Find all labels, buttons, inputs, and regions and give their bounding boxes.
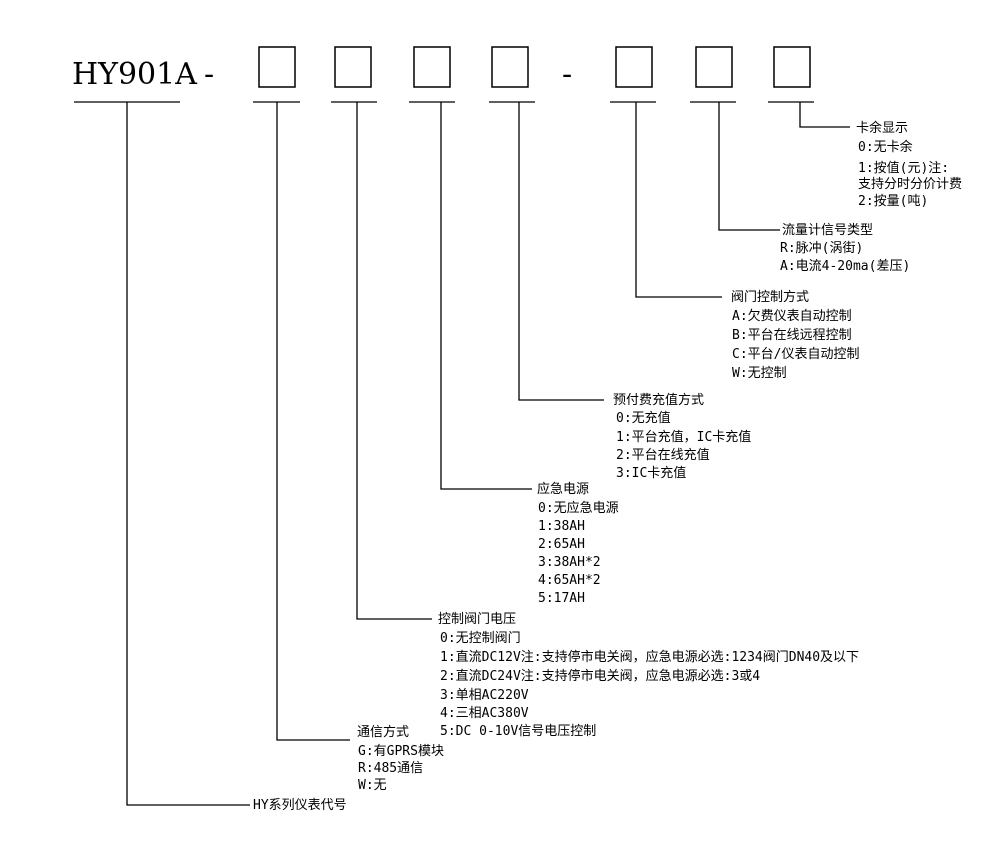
prepay-option: 0:无充值 xyxy=(616,410,671,426)
separator-2: - xyxy=(562,57,572,92)
voltage-option: 3:单相AC220V xyxy=(440,688,529,703)
comm-option: R:485通信 xyxy=(358,761,423,776)
voltage-title: 控制阀门电压 xyxy=(438,612,516,627)
connector-voltage xyxy=(356,102,432,620)
valve-option: W:无控制 xyxy=(732,366,787,381)
prepay-option: 1:平台充值，IC卡充值 xyxy=(616,429,751,445)
flow-option: R:脉冲(涡街) xyxy=(780,241,863,256)
code-box-3 xyxy=(413,46,451,88)
connector-card xyxy=(799,102,850,128)
connector-series xyxy=(126,102,250,806)
valve-option: C:平台/仪表自动控制 xyxy=(732,347,859,362)
emergency-option: 1:38AH xyxy=(538,519,585,534)
connector-valve xyxy=(635,102,722,298)
code-box-4 xyxy=(491,46,529,88)
prepay-option: 2:平台在线充值 xyxy=(616,447,710,463)
code-box-2 xyxy=(334,46,372,88)
card-option: 1:按值(元)注: xyxy=(858,160,949,176)
flow-option: A:电流4-20ma(差压) xyxy=(780,259,910,274)
comm-option: G:有GPRS模块 xyxy=(358,744,444,759)
comm-title: 通信方式 xyxy=(357,724,409,740)
connector-prepay xyxy=(518,102,604,401)
code-box-6 xyxy=(695,46,733,88)
series-title: HY系列仪表代号 xyxy=(253,798,347,813)
comm-option: W:无 xyxy=(358,778,387,793)
flow-title: 流量计信号类型 xyxy=(782,223,873,238)
emergency-option: 3:38AH*2 xyxy=(538,555,601,570)
emergency-option: 4:65AH*2 xyxy=(538,573,601,588)
valve-option: B:平台在线远程控制 xyxy=(732,328,852,343)
connector-emergency xyxy=(440,102,532,490)
emergency-option: 5:17AH xyxy=(538,591,585,606)
card-option: 支持分时分价计费 xyxy=(858,177,962,192)
voltage-option: 4:三相AC380V xyxy=(440,706,529,721)
code-box-7 xyxy=(773,46,811,88)
valve-title: 阀门控制方式 xyxy=(731,289,809,305)
valve-option: A:欠费仪表自动控制 xyxy=(732,308,852,324)
voltage-option: 0:无控制阀门 xyxy=(440,631,521,646)
connector-comm xyxy=(276,102,350,741)
code-box-1 xyxy=(258,46,296,88)
emergency-option: 0:无应急电源 xyxy=(538,500,619,516)
emergency-title: 应急电源 xyxy=(537,481,589,497)
card-option: 2:按量(吨) xyxy=(858,194,928,209)
code-box-5 xyxy=(615,46,653,88)
voltage-option: 2:直流DC24V注:支持停市电关阀，应急电源必选:3或4 xyxy=(440,668,760,684)
model-number: HY901A xyxy=(72,57,197,92)
voltage-option: 1:直流DC12V注:支持停市电关阀，应急电源必选:1234阀门DN40及以下 xyxy=(440,649,859,665)
connector-flow xyxy=(718,102,780,231)
emergency-option: 2:65AH xyxy=(538,537,585,552)
prepay-option: 3:IC卡充值 xyxy=(616,465,686,481)
card-option: 0:无卡余 xyxy=(858,139,913,155)
card-title: 卡余显示 xyxy=(856,120,908,136)
separator-1: - xyxy=(204,57,214,92)
voltage-option: 5:DC 0-10V信号电压控制 xyxy=(440,724,596,739)
prepay-title: 预付费充值方式 xyxy=(613,392,704,408)
